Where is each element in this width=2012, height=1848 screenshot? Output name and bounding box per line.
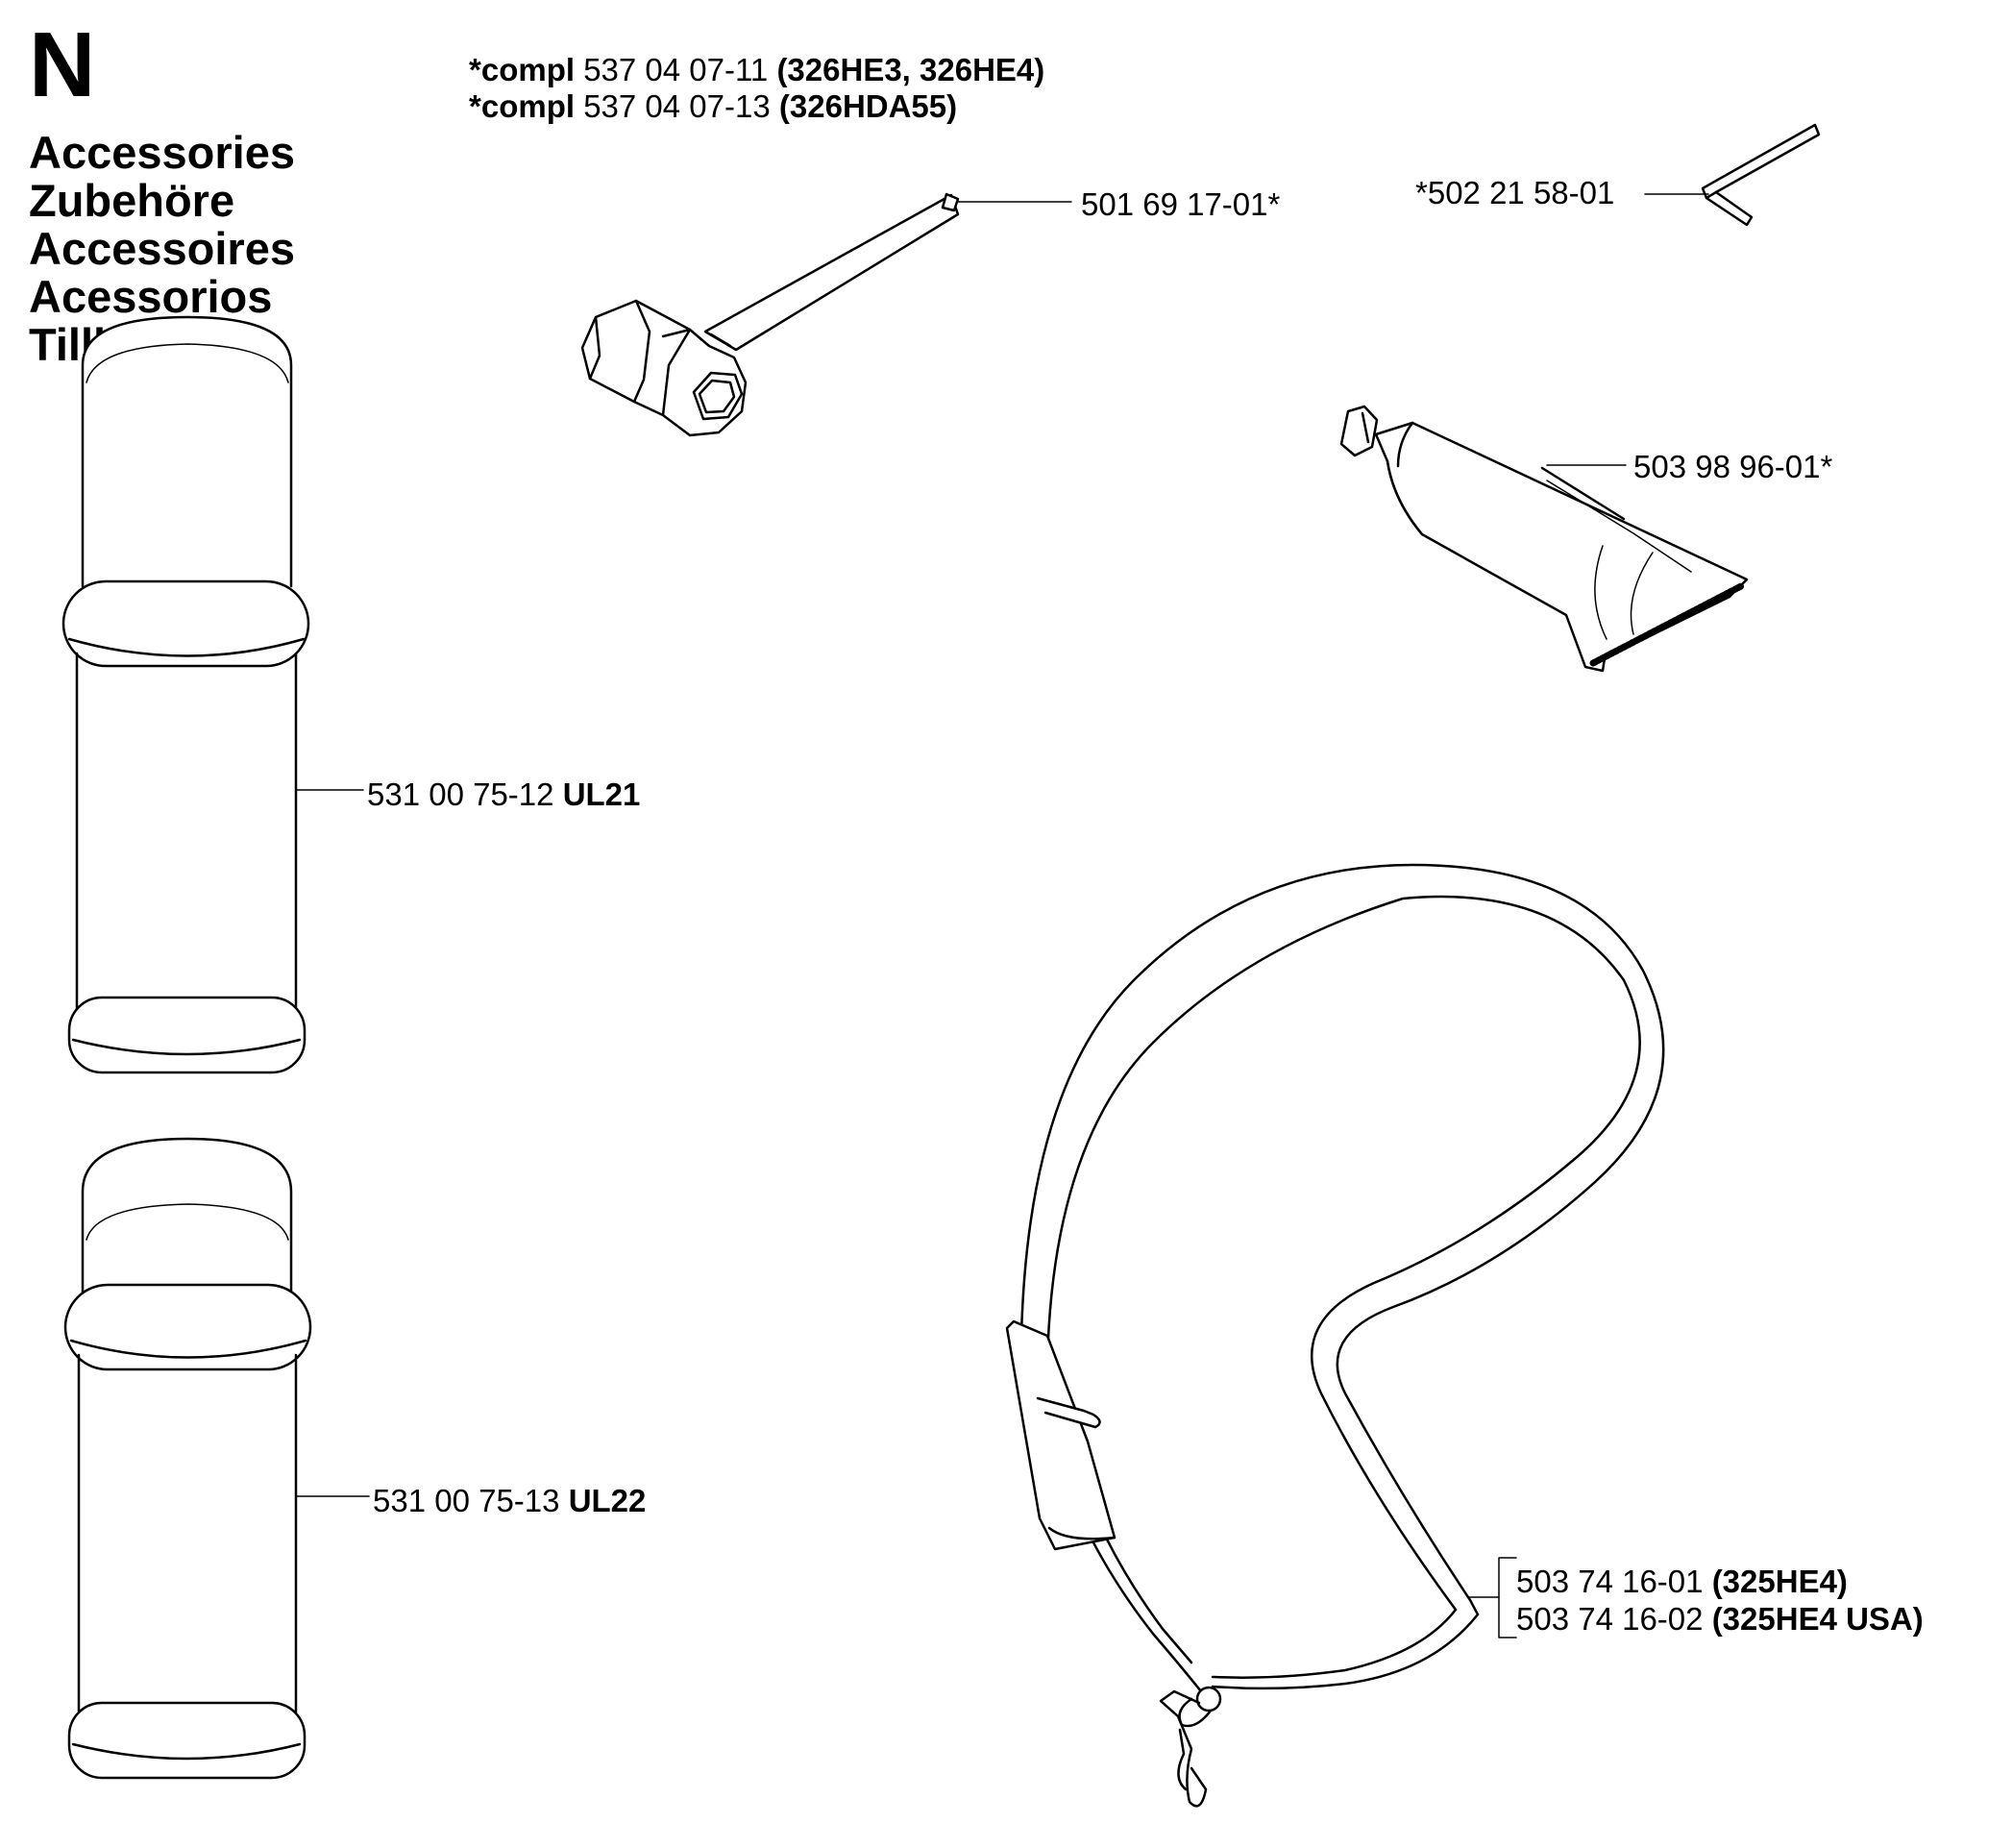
title-fr: Accessoires <box>29 223 295 274</box>
oil-can-2-part-number: 531 00 75-13 UL22 <box>373 1485 646 1516</box>
oil-can-icon <box>61 315 310 1074</box>
title-de: Zubehöre <box>29 175 235 226</box>
compl-part: 537 04 07-13 <box>583 88 771 124</box>
model-code: (325HE4) <box>1711 1564 1848 1599</box>
title-es: Acessorios <box>29 271 273 322</box>
compl-part: 537 04 07-11 <box>583 52 769 87</box>
harness-part-number-1: 503 74 16-01 (325HE4) <box>1516 1565 1848 1597</box>
model-code: UL22 <box>568 1483 647 1518</box>
compl-prefix: *compl <box>469 52 576 87</box>
part-number: 531 00 75-13 <box>373 1483 560 1518</box>
spark-plug-wrench-icon <box>580 192 960 437</box>
title-en: Accessories <box>29 127 295 178</box>
compl-note-1: *compl 537 04 07-11 (326HE3, 326HE4) <box>469 54 1044 86</box>
part-number: 503 74 16-02 <box>1516 1601 1704 1637</box>
harness-part-number-2: 503 74 16-02 (325HE4 USA) <box>1516 1603 1924 1635</box>
wrench-part-number: 501 69 17-01* <box>1081 186 1281 222</box>
part-number: 531 00 75-12 <box>367 776 554 812</box>
grease-tube-part-number: 503 98 96-01* <box>1633 449 1833 484</box>
model-code: UL21 <box>562 776 641 812</box>
compl-note-2: *compl 537 04 07-13 (326HDA55) <box>469 90 957 122</box>
section-letter: N <box>29 13 96 116</box>
harness-icon <box>1005 863 1665 1808</box>
allen-key-part-number: *502 21 58-01 <box>1415 175 1615 210</box>
grease-tube-icon <box>1339 405 1749 673</box>
compl-models: (326HDA55) <box>778 88 958 124</box>
compl-models: (326HE3, 326HE4) <box>776 52 1045 87</box>
part-number: 503 74 16-01 <box>1516 1564 1704 1599</box>
oil-can-1-part-number: 531 00 75-12 UL21 <box>367 778 640 810</box>
allen-key-icon <box>1701 123 1821 227</box>
model-code: (325HE4 USA) <box>1711 1601 1924 1637</box>
oil-can-icon <box>63 1137 312 1780</box>
harness-bracket <box>1498 1557 1517 1639</box>
compl-prefix: *compl <box>469 88 576 124</box>
